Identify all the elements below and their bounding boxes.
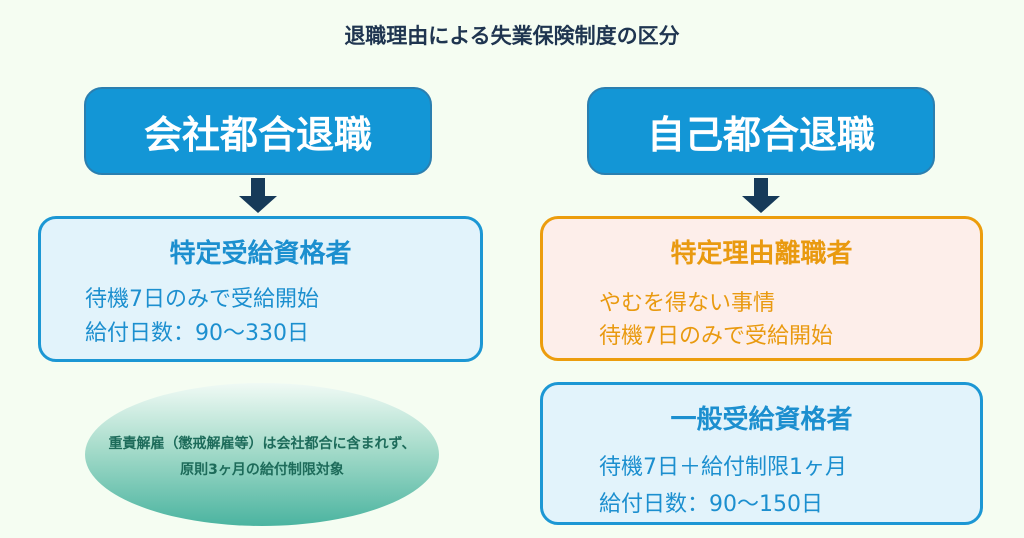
specific-reason-box: 特定理由離職者 やむを得ない事情 待機7日のみで受給開始 <box>540 216 983 361</box>
box-title: 特定理由離職者 <box>670 239 853 269</box>
box-line: 待機7日のみで受給開始 <box>85 287 319 312</box>
box-line: やむを得ない事情 <box>599 291 776 316</box>
note-line: 重責解雇（懲戒解雇等）は会社都合に含まれず、 <box>108 436 416 452</box>
box-line: 待機7日のみで受給開始 <box>599 324 833 349</box>
company-reason-header: 会社都合退職 <box>84 87 432 175</box>
specific-eligible-box: 特定受給資格者 待機7日のみで受給開始 給付日数：90〜330日 <box>38 216 483 362</box>
box-line: 待機7日＋給付制限1ヶ月 <box>599 455 847 480</box>
box-line: 給付日数：90〜150日 <box>599 492 823 517</box>
note-line: 原則3ヶ月の給付制限対象 <box>180 462 344 478</box>
box-title: 一般受給資格者 <box>670 405 853 435</box>
diagram-title: 退職理由による失業保険制度の区分 <box>344 24 680 48</box>
box-line: 給付日数：90〜330日 <box>85 321 309 346</box>
general-eligible-box: 一般受給資格者 待機7日＋給付制限1ヶ月 給付日数：90〜150日 <box>540 382 983 525</box>
box-title: 特定受給資格者 <box>169 239 352 269</box>
self-reason-header: 自己都合退職 <box>587 87 935 175</box>
note-ellipse <box>85 383 439 526</box>
